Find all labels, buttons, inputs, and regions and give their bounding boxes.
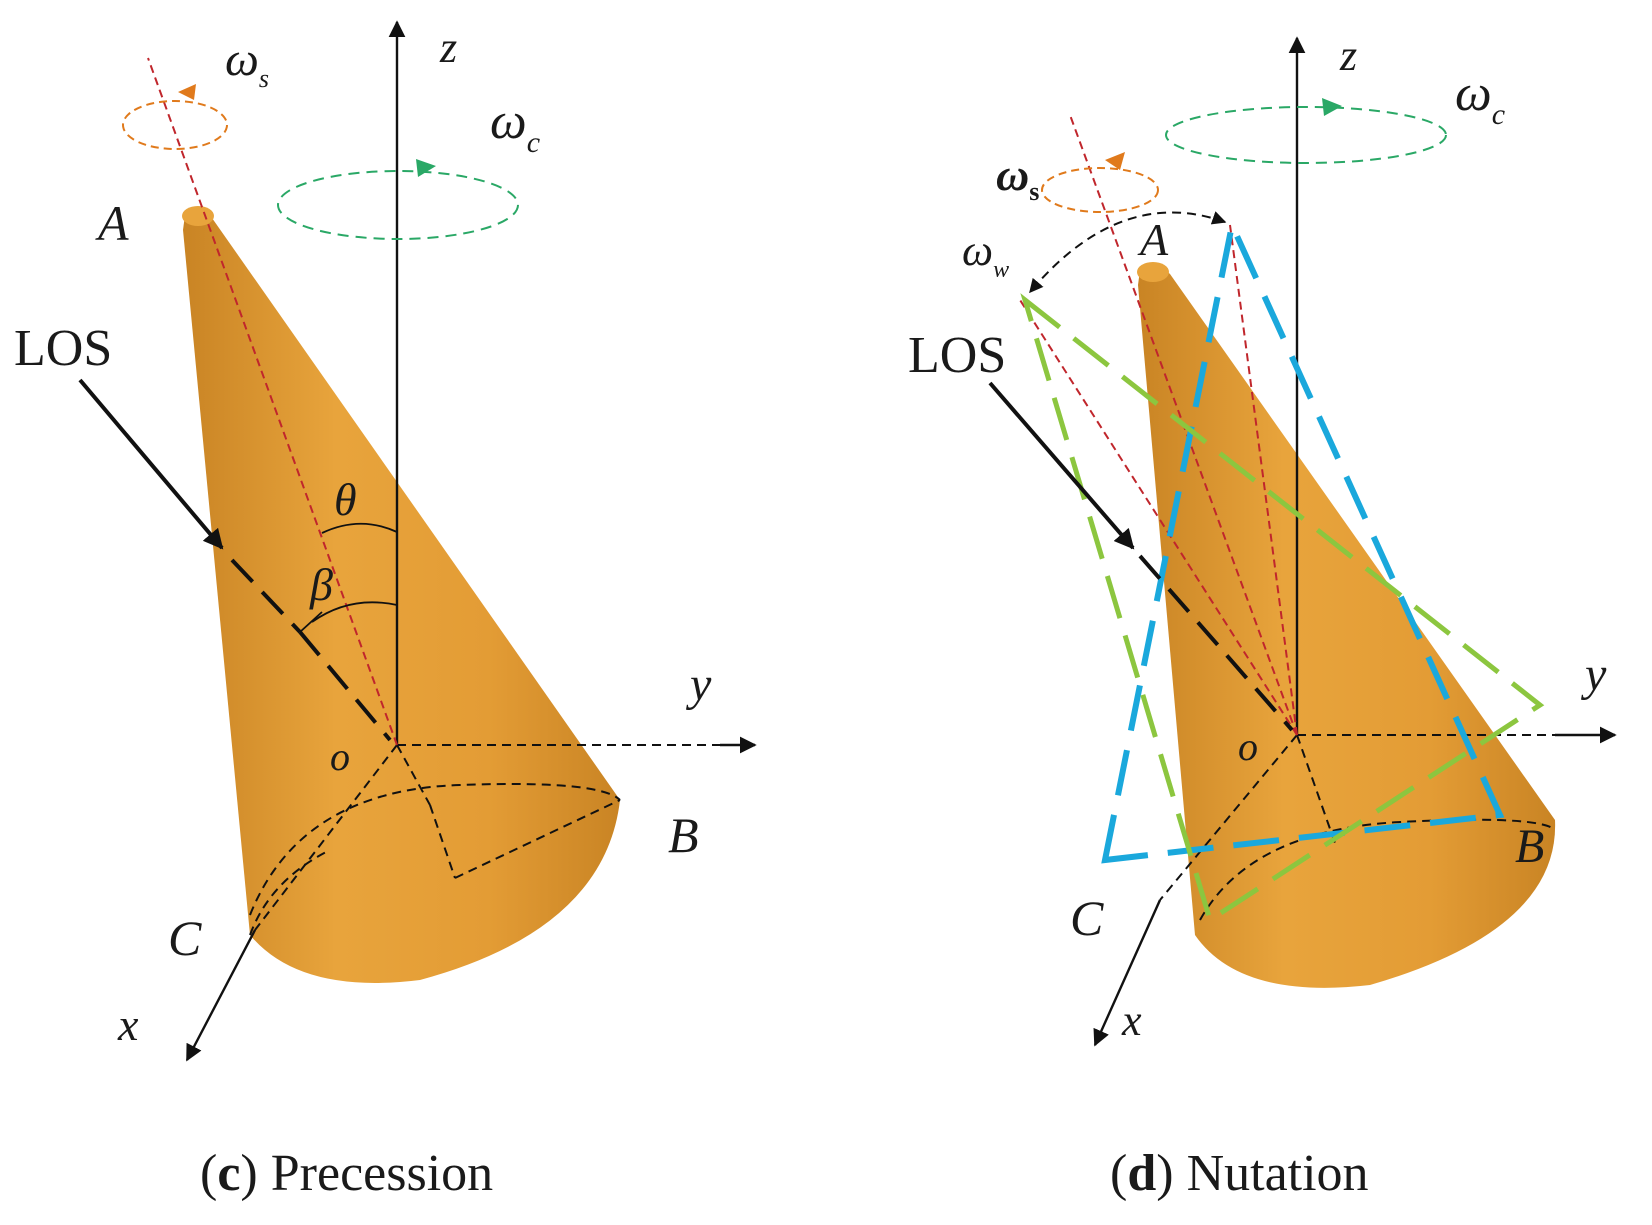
los-arrow-nutation bbox=[988, 381, 1135, 550]
label-y-d: y bbox=[1580, 648, 1607, 701]
symmetry-axis-precession bbox=[147, 57, 398, 746]
label-omega-s-d: ωs bbox=[996, 149, 1039, 206]
label-los-d: LOS bbox=[908, 327, 1006, 384]
label-theta: θ bbox=[334, 474, 357, 525]
label-omega-s: ωs bbox=[225, 33, 269, 93]
label-omega-c-d: ωc bbox=[1455, 65, 1505, 131]
panel-nutation: z y x o A B C LOS ωs ωc ωw (d) Nutation bbox=[908, 31, 1617, 1202]
spin-circle-precession bbox=[122, 100, 228, 150]
label-omega-c: ωc bbox=[490, 93, 540, 159]
label-z: z bbox=[439, 23, 457, 72]
label-x-d: x bbox=[1121, 996, 1142, 1045]
theta-arc bbox=[321, 522, 398, 534]
label-A-d: A bbox=[1137, 214, 1169, 265]
spin-arrow-icon bbox=[178, 84, 196, 100]
label-x: x bbox=[117, 999, 139, 1050]
label-omega-w-d: ωw bbox=[962, 226, 1009, 283]
label-o-d: o bbox=[1238, 724, 1258, 769]
label-C-d: C bbox=[1070, 890, 1104, 946]
label-y: y bbox=[685, 658, 712, 711]
nutation-outline-blue bbox=[1101, 215, 1505, 864]
label-o: o bbox=[330, 734, 350, 779]
precession-arrow-icon bbox=[416, 159, 436, 177]
los-arrow-precession bbox=[78, 378, 224, 550]
nutation-arc bbox=[1029, 211, 1227, 294]
label-C: C bbox=[168, 910, 202, 966]
label-B-d: B bbox=[1515, 820, 1544, 873]
label-A: A bbox=[95, 195, 129, 251]
cone-precession bbox=[182, 206, 620, 984]
caption-nutation: (d) Nutation bbox=[1110, 1145, 1369, 1202]
precession-circle-nutation bbox=[1165, 106, 1447, 164]
x-axis-precession bbox=[254, 744, 398, 931]
label-los: LOS bbox=[14, 320, 112, 377]
precession-circle-precession bbox=[277, 170, 519, 240]
base-curve-left bbox=[249, 849, 331, 936]
label-beta: β bbox=[309, 559, 333, 610]
label-B: B bbox=[668, 807, 699, 863]
base-curve-hidden bbox=[249, 783, 621, 916]
panel-precession: z y x o A B C LOS θ β ωs ωc (c) Precessi… bbox=[14, 20, 757, 1202]
caption-precession: (c) Precession bbox=[200, 1145, 493, 1202]
beta-arc bbox=[311, 601, 398, 623]
nutation-outline-green bbox=[1020, 293, 1545, 924]
spin-circle-nutation bbox=[1041, 167, 1159, 213]
label-z-d: z bbox=[1339, 31, 1357, 80]
x-axis-nutation bbox=[1159, 734, 1298, 901]
